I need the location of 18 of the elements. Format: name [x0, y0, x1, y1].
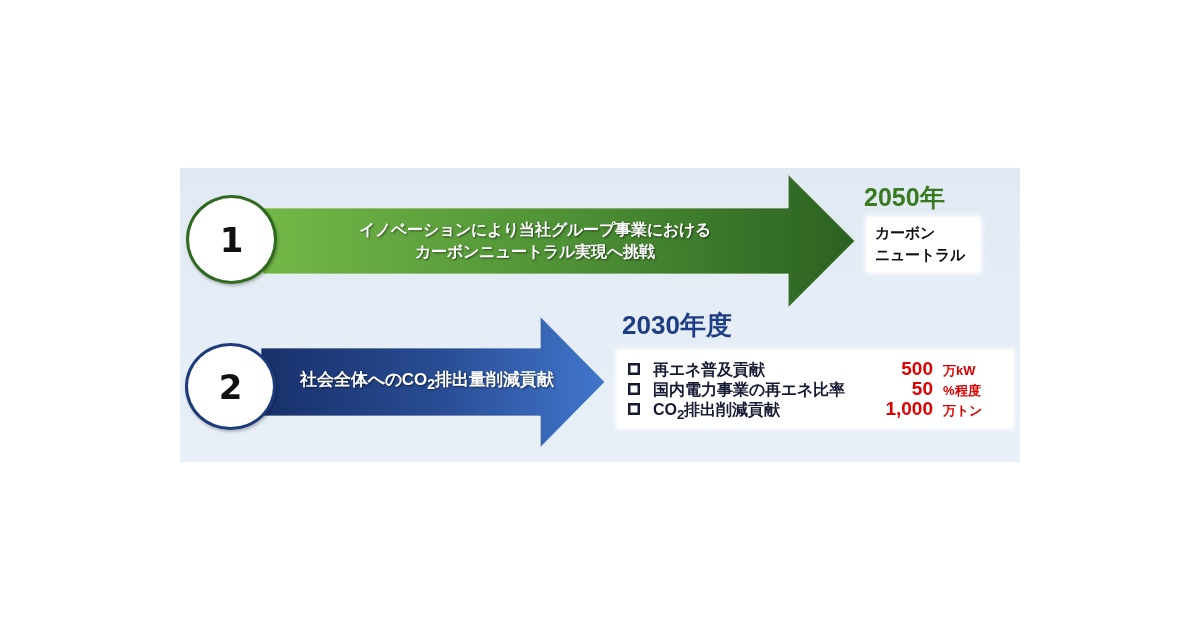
- year-heading: 2030年度: [622, 311, 732, 339]
- block-arrow: [260, 315, 605, 448]
- target-item: 国内電力事業の再エネ比率: [653, 380, 846, 400]
- year-heading: 2050年: [864, 183, 945, 211]
- target-value: 50: [910, 379, 933, 399]
- target-unit: 万トン: [943, 402, 982, 420]
- arrow-label: イノベーションにより当社グループ事業におけるカーボンニュートラル実現へ挑戦: [358, 219, 712, 262]
- goal-panel: カーボンニュートラル: [867, 217, 980, 272]
- step-number: 1: [219, 221, 244, 258]
- target-unit: %程度: [943, 382, 981, 400]
- target-item: 再エネ普及貢献: [653, 360, 766, 380]
- block-arrow: [262, 173, 855, 308]
- target-unit: 万kW: [943, 362, 976, 380]
- arrow-label: 社会全体へのCO$_{2}$排出量削減貢献: [299, 368, 555, 394]
- target-item: CO$_{2}$排出削減貢献: [653, 400, 782, 425]
- step-number: 2: [218, 368, 243, 405]
- target-value: 500: [900, 359, 933, 379]
- target-value: 1,000: [884, 399, 933, 419]
